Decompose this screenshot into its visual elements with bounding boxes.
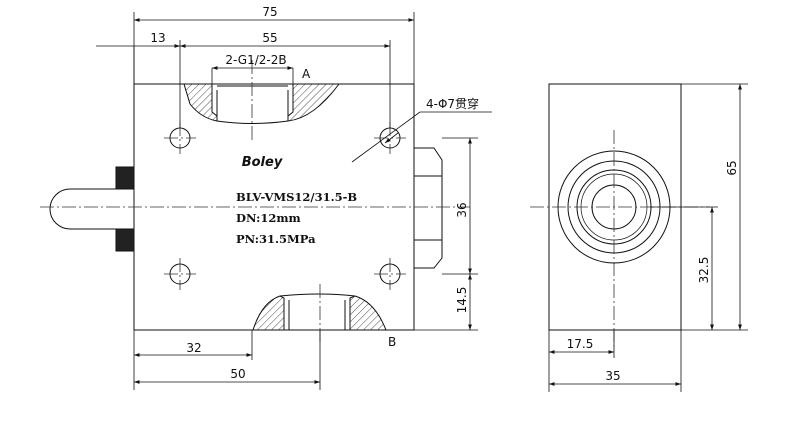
nameplate-pn: PN:31.5MPa bbox=[236, 232, 316, 246]
knob-mount-top bbox=[115, 166, 135, 190]
dim-hole-spacing-h: 55 bbox=[262, 31, 277, 45]
dim-50: 50 bbox=[230, 367, 245, 381]
dim-side-height: 65 bbox=[725, 160, 739, 175]
nameplate-dn: DN:12mm bbox=[236, 211, 301, 225]
dim-side-center-offset: 17.5 bbox=[567, 337, 594, 351]
front-dimensions bbox=[96, 12, 492, 390]
port-a-section-left bbox=[183, 83, 218, 122]
dim-hole-spacing-v: 36 bbox=[455, 202, 469, 217]
label-port-a: A bbox=[302, 67, 311, 81]
dim-bottom-offset: 14.5 bbox=[455, 287, 469, 314]
side-centerlines bbox=[530, 130, 710, 350]
dim-side-width: 35 bbox=[605, 369, 620, 383]
brand-logo: Boley bbox=[242, 155, 283, 170]
nameplate-model: BLV-VMS12/31.5-B bbox=[236, 190, 357, 204]
side-dimensions bbox=[548, 83, 748, 392]
dim-port-spec: 2-G1/2-2B bbox=[225, 53, 286, 67]
dim-32: 32 bbox=[186, 341, 201, 355]
knob-mount-bottom bbox=[115, 228, 135, 252]
port-b-section-left bbox=[252, 295, 285, 331]
handle-knob bbox=[49, 188, 116, 230]
port-b-section-right bbox=[349, 295, 387, 331]
label-port-b: B bbox=[388, 335, 396, 349]
dim-through-holes: 4-Φ7贯穿 bbox=[426, 96, 479, 111]
dim-offset-left: 13 bbox=[150, 31, 165, 45]
hex-plug bbox=[414, 147, 443, 269]
port-a-section-right bbox=[287, 83, 340, 122]
dim-overall-width: 75 bbox=[262, 5, 277, 19]
dim-side-center-height: 32.5 bbox=[697, 257, 711, 284]
